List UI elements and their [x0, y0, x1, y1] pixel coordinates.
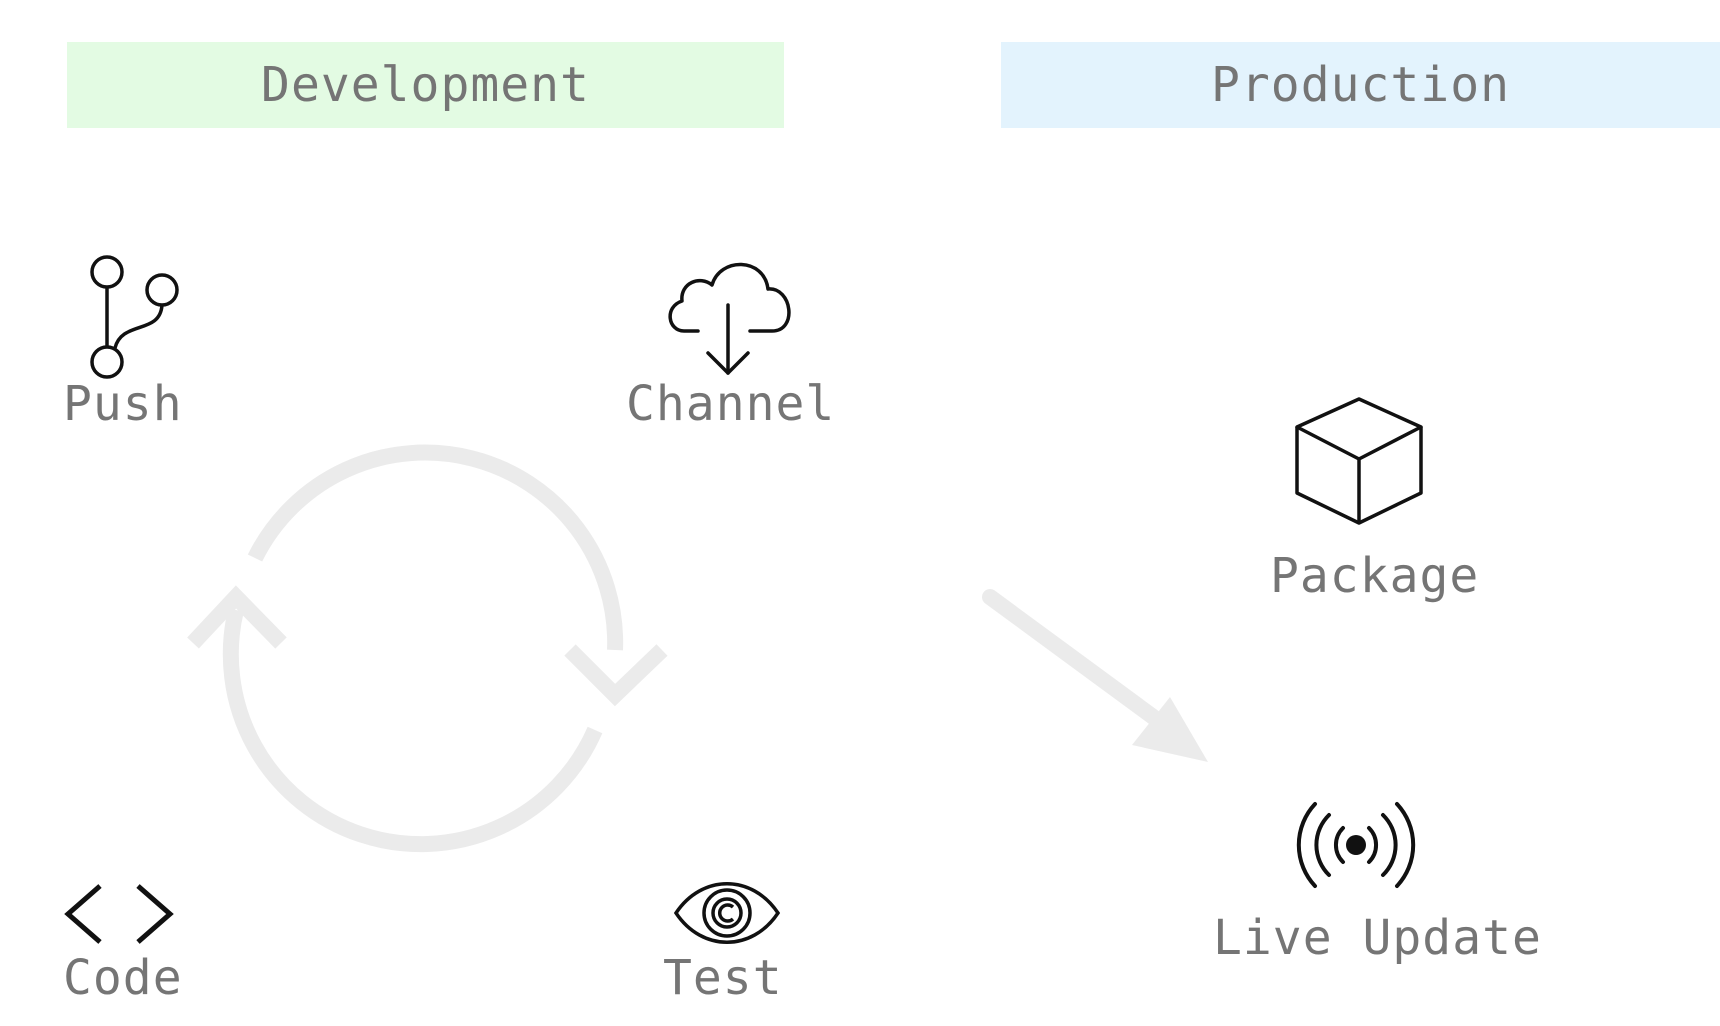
production-header-label: Production: [1211, 57, 1510, 113]
development-header-label: Development: [261, 57, 590, 113]
live-update-label: Live Update: [1213, 910, 1542, 966]
transition-arrow-shaft: [982, 589, 1168, 730]
code-brackets-icon: [60, 880, 180, 950]
cycle-arc-lower: [222, 608, 603, 853]
cloud-download-icon: [660, 255, 795, 380]
transition-arrow-head: [1132, 697, 1208, 762]
package-label: Package: [1270, 548, 1480, 604]
cycle-arrowhead-left: [187, 585, 287, 649]
package-box-icon: [1293, 395, 1425, 527]
eye-icon: [672, 880, 782, 946]
code-label: Code: [63, 950, 183, 1006]
transition-arrow: [982, 589, 1208, 762]
push-label: Push: [63, 376, 183, 432]
git-branch-icon: [82, 250, 192, 382]
development-header: Development: [67, 42, 784, 128]
test-label: Test: [663, 950, 783, 1006]
production-header: Production: [1001, 42, 1720, 128]
channel-label: Channel: [626, 376, 836, 432]
refresh-cycle-icon: [187, 444, 668, 853]
cycle-arrowhead-right: [564, 644, 668, 707]
broadcast-icon: [1293, 800, 1419, 890]
cycle-arc-upper: [247, 444, 624, 651]
